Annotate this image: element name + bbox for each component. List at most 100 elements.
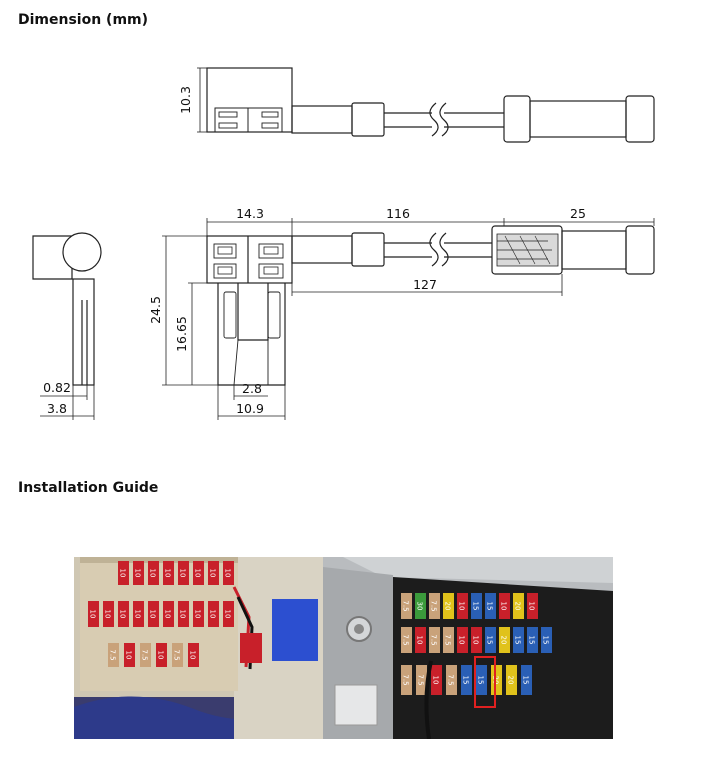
fuse: [163, 601, 174, 627]
fuse-label: 10: [119, 569, 127, 578]
highlight-box: [474, 656, 496, 708]
fuse-label: 7.5: [430, 634, 438, 645]
fuse-label: 20: [514, 602, 522, 611]
fuse-label: 10: [472, 636, 480, 645]
fuse-label: 15: [462, 676, 470, 685]
fuse: [429, 627, 440, 653]
fuse: [527, 593, 538, 619]
fuse: [521, 665, 532, 695]
fuse-label: 20: [500, 636, 508, 645]
fuse-label: 7.5: [109, 649, 117, 660]
fuse: [513, 627, 524, 653]
blue-tape: [272, 599, 318, 661]
top-body: [206, 67, 293, 133]
fuse: [471, 627, 482, 653]
fuse-label: 10: [528, 602, 536, 611]
fuse: [188, 643, 199, 667]
fuse: [178, 561, 189, 585]
fuse: [471, 593, 482, 619]
fuse-label: 7.5: [447, 674, 455, 685]
fuse: [148, 601, 159, 627]
fuse-label: 20: [507, 676, 515, 685]
fuse-label: 10: [194, 610, 202, 619]
fuse-label: 20: [444, 602, 452, 611]
installation-heading: Installation Guide: [18, 480, 159, 496]
fuse-label: 15: [514, 636, 522, 645]
dim-wire-length: 116: [386, 206, 410, 221]
fuse-label: 10: [500, 602, 508, 611]
fuse: [491, 665, 502, 695]
fuse-label: 7.5: [430, 600, 438, 611]
fuse: [193, 561, 204, 585]
dim-side-width: 3.8: [47, 401, 67, 416]
fuse-tap: [240, 633, 262, 663]
fuse: [416, 665, 427, 695]
fuse-label: 7.5: [417, 674, 425, 685]
fuse-label: 10: [89, 610, 97, 619]
fuse: [133, 601, 144, 627]
fuse: [148, 561, 159, 585]
fuse-label: 10: [119, 610, 127, 619]
fuse-label: 10: [104, 610, 112, 619]
fuse: [415, 627, 426, 653]
fuse-label: 10: [416, 636, 424, 645]
fuse: [88, 601, 99, 627]
fuse-label: 15: [528, 636, 536, 645]
fuse-label: 7.5: [402, 600, 410, 611]
dimension-lines: [162, 218, 655, 420]
front-view: [206, 225, 655, 386]
fuse: [193, 601, 204, 627]
fuse-label: 10: [189, 651, 197, 660]
fuse: [461, 665, 472, 695]
dimension-drawing: 10.3 14.3 116 25 127 24.5 16.65 2.8 10.9…: [32, 67, 655, 420]
dim-holder-length: 25: [570, 206, 586, 221]
fuse-label: 30: [416, 602, 424, 611]
fuse: [415, 593, 426, 619]
fuse-label: 7.5: [444, 634, 452, 645]
fuse: [429, 593, 440, 619]
dim-blade-span: 10.9: [236, 401, 264, 416]
fuse-label: 15: [477, 676, 485, 685]
dimension-heading: Dimension (mm): [18, 12, 149, 28]
dim-total-height: 24.5: [148, 296, 163, 324]
fuse-label: 10: [149, 610, 157, 619]
dim-fuse-width: 14.3: [236, 206, 264, 221]
fuse: [108, 643, 119, 667]
fuse-label: 10: [209, 569, 217, 578]
fuse-label: 10: [134, 569, 142, 578]
dim-blade-thickness: 0.82: [43, 380, 71, 395]
fuse: [208, 561, 219, 585]
side-view: [32, 232, 102, 420]
fuse: [476, 665, 487, 695]
fuse-label: 10: [224, 610, 232, 619]
fuse-label: 10: [125, 651, 133, 660]
fuse: [446, 665, 457, 695]
fuse-label: 10: [157, 651, 165, 660]
fuse: [485, 593, 496, 619]
fuse: [457, 627, 468, 653]
fuse: [172, 643, 183, 667]
fuse-label: 7.5: [402, 634, 410, 645]
fuse: [223, 601, 234, 627]
fuse-label: 7.5: [141, 649, 149, 660]
fuse: [527, 627, 538, 653]
fuse: [178, 601, 189, 627]
fuse: [499, 593, 510, 619]
fuse-label: 15: [486, 602, 494, 611]
fuse-label: 10: [224, 569, 232, 578]
fuse: [223, 561, 234, 585]
fuse: [541, 627, 552, 653]
fuse: [124, 643, 135, 667]
fuse-label: 10: [149, 569, 157, 578]
fuse-label: 10: [458, 602, 466, 611]
fuse-label: 10: [179, 610, 187, 619]
fuse: [485, 627, 496, 653]
fuse-label: 10: [432, 676, 440, 685]
fuse-label: 15: [522, 676, 530, 685]
fuse: [156, 643, 167, 667]
fuse: [133, 561, 144, 585]
installation-photo-right: 7.5 30 7.5 20 10 15 15 10 20 10 7.5 10 7.5 7.5 10 10 15 2…: [323, 557, 613, 739]
fuse-label: 15: [542, 636, 550, 645]
fuse: [457, 593, 468, 619]
